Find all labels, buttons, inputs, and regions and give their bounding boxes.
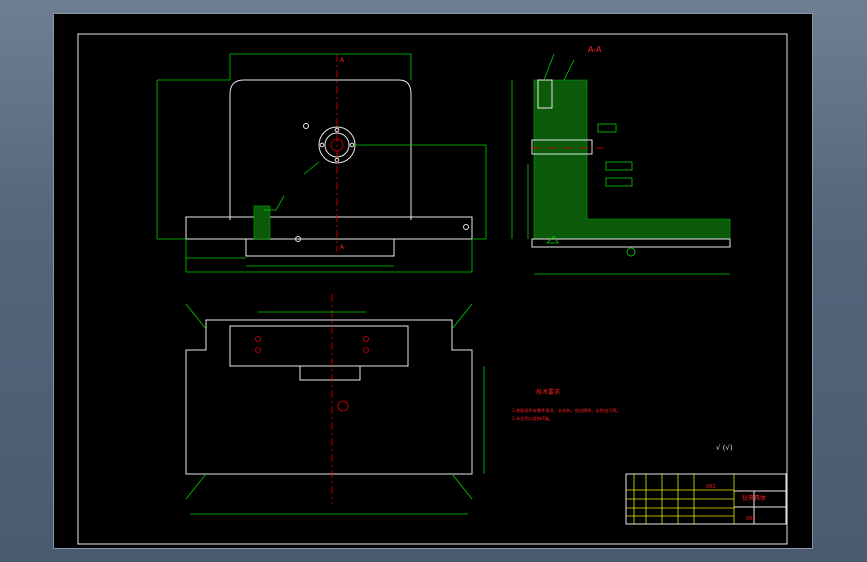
section-title: A-A bbox=[588, 45, 602, 54]
cad-drawing: A A A-A bbox=[77, 33, 788, 545]
tech-note-1: 1.装配前所有零件清洗，去毛刺，锐边倒钝，去除油污等。 bbox=[512, 407, 621, 414]
corner-leaders bbox=[185, 303, 473, 500]
title-block-columns bbox=[633, 474, 735, 524]
datum-frame bbox=[597, 123, 617, 133]
section-marker-bottom: A bbox=[340, 244, 345, 251]
bushing-screw-hole bbox=[349, 142, 355, 148]
mounting-hole bbox=[303, 123, 309, 129]
top-view bbox=[185, 294, 485, 515]
title-block-right-cells bbox=[734, 490, 786, 524]
front-view-slot bbox=[245, 239, 395, 257]
section-profile-hatch bbox=[533, 79, 731, 240]
dimension-hole-height bbox=[354, 144, 487, 240]
tolerance-frame bbox=[605, 177, 633, 187]
pin-hole bbox=[363, 347, 369, 353]
tolerance-frame bbox=[605, 161, 633, 171]
drawing-sheet: A A A-A bbox=[53, 13, 813, 549]
roughness-symbol bbox=[546, 235, 559, 244]
title-block-rows bbox=[626, 489, 734, 517]
dimension-base-width bbox=[185, 239, 473, 273]
bushing-screw-hole bbox=[334, 127, 340, 133]
bushing-screw-hole bbox=[319, 142, 325, 148]
front-view-base bbox=[185, 216, 473, 240]
pin-hole bbox=[255, 347, 261, 353]
material-code: 001 bbox=[706, 484, 716, 490]
bushing-section bbox=[531, 139, 593, 155]
roughness-note: √ (√) bbox=[716, 444, 733, 452]
drawing-title: 钻夹具体 bbox=[742, 494, 766, 502]
section-view: A-A bbox=[511, 45, 731, 275]
drawing-border bbox=[77, 33, 788, 545]
part-code: 002 bbox=[746, 516, 756, 522]
dimension-height-left bbox=[156, 79, 230, 240]
section-leader bbox=[543, 53, 575, 81]
section-marker-top: A bbox=[340, 57, 345, 64]
leader-bushing bbox=[303, 161, 320, 175]
front-view-upright bbox=[229, 79, 412, 220]
top-view-plate bbox=[229, 325, 409, 367]
pin-hole bbox=[255, 336, 261, 342]
top-view-notch bbox=[299, 366, 361, 381]
base-hole bbox=[463, 224, 469, 230]
section-pocket bbox=[537, 79, 553, 109]
tech-requirements-title: 技术要求 bbox=[536, 388, 560, 396]
base-hole bbox=[295, 236, 301, 242]
dimension-width-top bbox=[229, 53, 412, 80]
drill-hole bbox=[337, 400, 349, 412]
title-block: 001 钻夹具体 002 bbox=[625, 473, 787, 525]
tech-note-2: 2.未注明公差按IT级。 bbox=[512, 415, 553, 422]
section-base-strip bbox=[531, 238, 731, 248]
front-view-pin-section bbox=[253, 205, 271, 240]
leader-pin bbox=[264, 195, 285, 211]
top-view-outline bbox=[185, 319, 473, 475]
front-view: A A bbox=[156, 53, 487, 273]
technical-notes: 技术要求 1.装配前所有零件清洗，去毛刺，锐边倒钝，去除油污等。 2.未注明公差… bbox=[512, 388, 621, 422]
datum-circle bbox=[626, 247, 636, 257]
pin-hole bbox=[363, 336, 369, 342]
